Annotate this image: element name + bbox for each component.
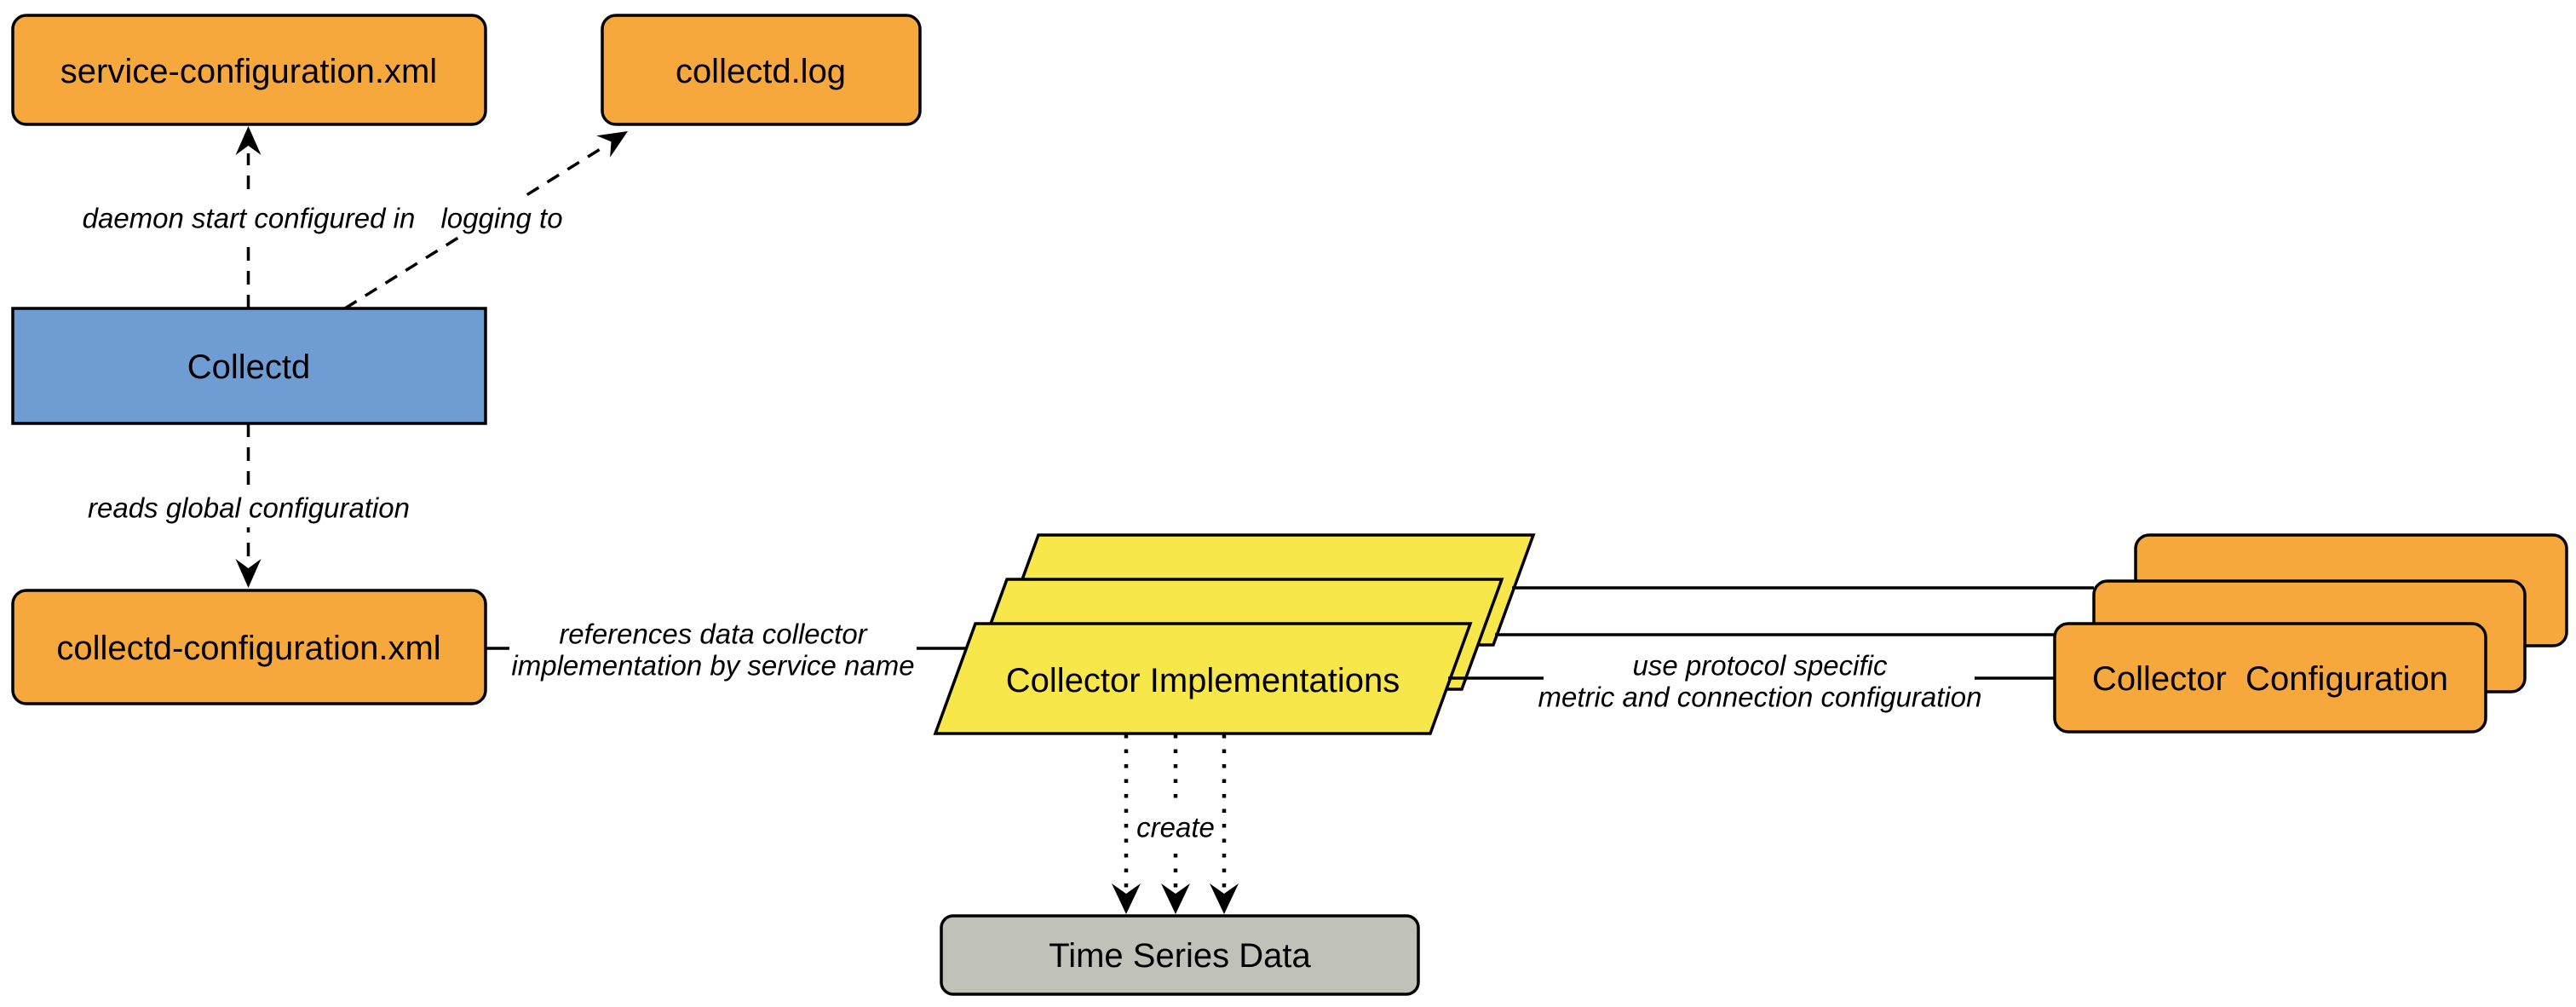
logging-to-label-bg <box>431 198 572 237</box>
daemon-start-label-bg <box>87 198 411 237</box>
arrow-down-icon <box>1112 883 1141 914</box>
use-protocol-label-bg <box>1544 649 1975 712</box>
node-collectd <box>11 307 487 425</box>
node-collectd-configuration-xml <box>11 589 487 705</box>
arrow-up-right-icon <box>596 131 628 158</box>
node-collectd-log <box>601 14 922 126</box>
collectd-configuration-xml-label: collectd-configuration.xml <box>56 630 440 667</box>
edge-create-label: create <box>1136 812 1215 843</box>
collectd-log-label: collectd.log <box>676 53 846 90</box>
edge-references-label-line2: implementation by service name <box>511 650 914 682</box>
arrow-down-icon <box>235 559 262 588</box>
service-configuration-xml-label: service-configuration.xml <box>60 53 437 90</box>
create-label-bg <box>1133 808 1218 847</box>
arrow-up-icon <box>235 126 262 155</box>
edge-references-label-line1: references data collector <box>559 619 868 650</box>
collector-configuration-label: Collector Configuration <box>2092 660 2448 698</box>
arrow-down-icon <box>1210 883 1239 914</box>
collectd-label: Collectd <box>187 348 311 386</box>
edge-use-protocol-label-line2: metric and connection configuration <box>1538 682 1982 713</box>
node-collector-configuration <box>2053 622 2487 734</box>
collector-implementations-label: Collector Implementations <box>1006 662 1400 699</box>
node-collector-implementations <box>933 622 1473 735</box>
node-time-series-data <box>940 914 1420 996</box>
reads-global-label-bg <box>83 488 414 527</box>
arrow-down-icon <box>1161 883 1190 914</box>
node-service-configuration-xml <box>11 14 487 126</box>
edge-use-protocol-label-line1: use protocol specific <box>1633 650 1888 682</box>
edge-daemon-start-label: daemon start configured in <box>83 203 416 234</box>
edge-reads-global-label: reads global configuration <box>88 492 410 524</box>
time-series-data-label: Time Series Data <box>1049 937 1311 975</box>
references-label-bg <box>509 618 917 681</box>
edge-logging-to-label: logging to <box>440 203 562 234</box>
